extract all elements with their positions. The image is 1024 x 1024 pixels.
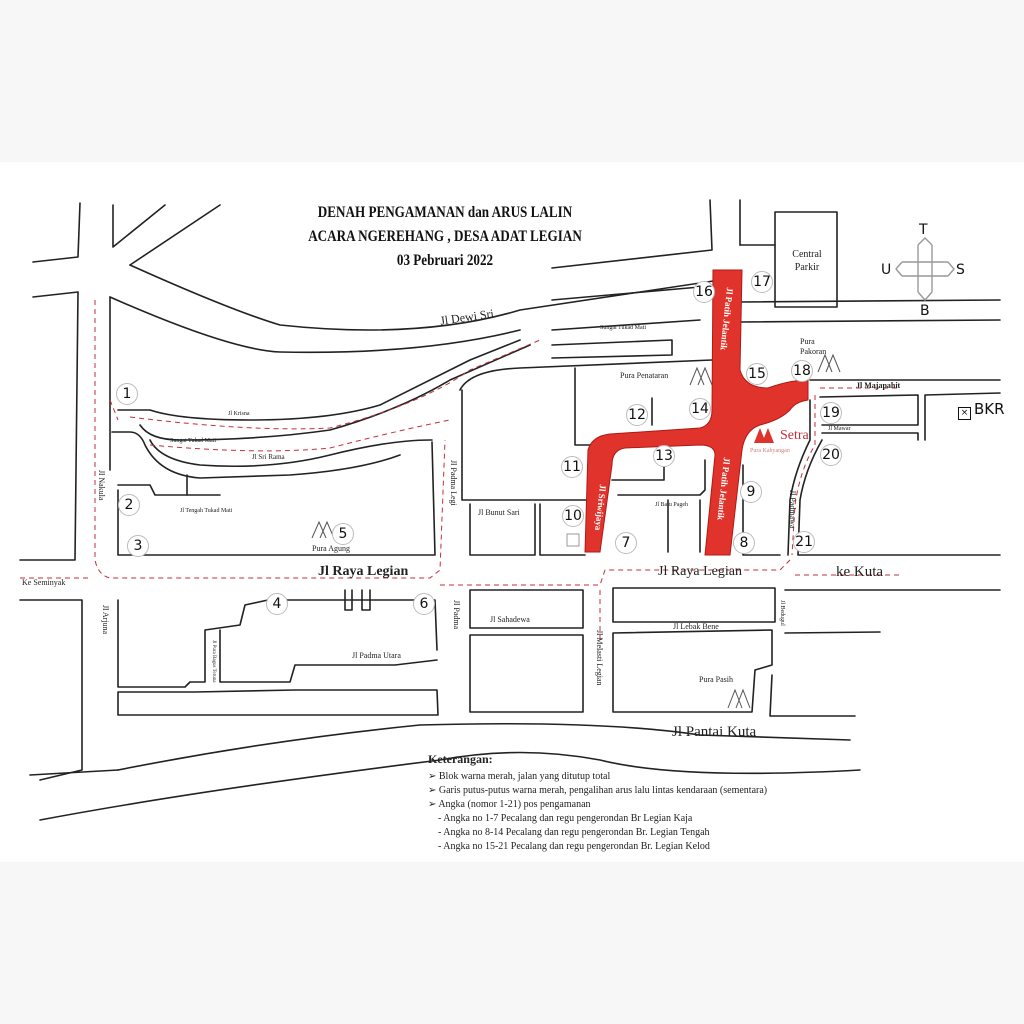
compass-arrows-icon <box>895 237 955 302</box>
bkr-marker: ×BKR <box>958 400 1005 420</box>
legend-subitem-kaja: - Angka no 1-7 Pecalang dan regu pengero… <box>438 813 693 824</box>
pura-pakoran-label: Pura Pakoran <box>800 337 827 356</box>
street-nakula: Jl Nakula <box>97 470 106 501</box>
security-post-21: 21 <box>793 531 815 553</box>
security-post-6: 6 <box>413 593 435 615</box>
street-sungai-tukad-mati-south: Sungai Tukad Mati <box>170 438 217 444</box>
map-title-date: 03 Pebruari 2022 <box>396 252 494 269</box>
street-melasti-legian: Jl Melasti Legian <box>595 630 604 686</box>
street-sungai-tukad-mati-north: Sungai Tukad Mati <box>600 325 647 331</box>
legend-heading: Keterangan: <box>428 752 493 766</box>
street-raya-legian-east: Jl Raya Legian <box>658 564 742 579</box>
street-sri-rama: Jl Sri Rama <box>252 453 285 461</box>
pura-pasih-label: Pura Pasih <box>699 675 733 684</box>
street-arjuna: Jl Arjuna <box>101 605 110 635</box>
security-post-14: 14 <box>689 398 711 420</box>
street-bunut-sari: Jl Bunut Sari <box>478 508 520 517</box>
compass-east: S <box>956 262 965 278</box>
security-post-13: 13 <box>653 445 675 467</box>
security-post-7: 7 <box>615 532 637 554</box>
street-krisna: Jl Krisna <box>228 411 250 417</box>
ke-kuta-label: ke Kuta <box>836 564 884 580</box>
ke-seminyak-label: Ke Seminyak <box>22 578 66 587</box>
pura-kahyangan-label: Pura Kahyangan <box>750 448 790 454</box>
street-bedugul: Jl Bedugul <box>779 600 785 626</box>
security-post-1: 1 <box>116 383 138 405</box>
legend-item-detour: ➢ Garis putus-putus warna merah, pengali… <box>428 785 768 796</box>
bkr-box-icon: × <box>958 407 971 420</box>
street-majapahit: Jl Majapahit <box>856 381 901 390</box>
legend-item-closed-road: ➢ Blok warna merah, jalan yang ditutup t… <box>428 771 611 782</box>
street-raya-legian-west: Jl Raya Legian <box>318 564 409 579</box>
security-post-4: 4 <box>266 593 288 615</box>
security-post-20: 20 <box>820 444 842 466</box>
legend-subitem-tengah: - Angka no 8-14 Pecalang dan regu penger… <box>438 827 710 838</box>
map-title-line-1: DENAH PENGAMANAN dan ARUS LALIN <box>317 204 573 221</box>
security-post-17: 17 <box>751 271 773 293</box>
street-sahadewa: Jl Sahadewa <box>490 615 530 624</box>
security-post-12: 12 <box>626 404 648 426</box>
security-post-11: 11 <box>561 456 583 478</box>
setra-label: Setra <box>780 428 809 443</box>
security-post-18: 18 <box>791 360 813 382</box>
street-padma-legi: Jl Padma Legi <box>449 460 458 506</box>
pura-penataran-label: Pura Penataran <box>620 371 669 380</box>
legend: Keterangan: ➢ Blok warna merah, jalan ya… <box>428 752 878 854</box>
security-post-19: 19 <box>820 402 842 424</box>
security-post-5: 5 <box>332 523 354 545</box>
street-padma-utara: Jl Padma Utara <box>352 651 401 660</box>
security-post-9: 9 <box>740 481 762 503</box>
compass-west: U <box>881 262 892 278</box>
security-post-15: 15 <box>746 363 768 385</box>
legend-item-posts: ➢ Angka (nomor 1-21) pos pengamanan <box>428 799 591 810</box>
security-post-16: 16 <box>693 281 715 303</box>
street-padma: Jl Padma <box>452 600 461 630</box>
security-post-3: 3 <box>127 535 149 557</box>
street-pantai-kuta: Jl Pantai Kuta <box>672 724 757 740</box>
legend-subitem-kelod: - Angka no 15-21 Pecalang dan regu penge… <box>438 841 710 852</box>
bkr-label: BKR <box>974 400 1005 418</box>
security-post-8: 8 <box>733 532 755 554</box>
pura-agung-label: Pura Agung <box>312 544 350 553</box>
street-mawar: Jl Mawar <box>828 426 851 432</box>
street-pura-bagus-teruna: Jl Pura Bagus Teruna <box>211 640 216 683</box>
map-title-line-2: ACARA NGEREHANG , DESA ADAT LEGIAN <box>308 228 582 245</box>
map-sheet <box>0 162 1024 862</box>
security-post-10: 10 <box>562 505 584 527</box>
security-post-2: 2 <box>118 494 140 516</box>
street-tengah-tukad-mati: Jl Tengah Tukad Mati <box>180 508 233 514</box>
street-padmawa: Jl Padmawa <box>788 490 797 529</box>
temple-icon-penataran <box>689 366 713 386</box>
compass-north: T <box>919 222 928 238</box>
street-batu-pageh: Jl Batu Pageh <box>655 502 688 508</box>
central-parkir-label: Central Parkir <box>792 249 822 273</box>
compass-south: B <box>920 303 930 319</box>
street-lebak-bene: Jl Lebak Bene <box>673 622 719 631</box>
